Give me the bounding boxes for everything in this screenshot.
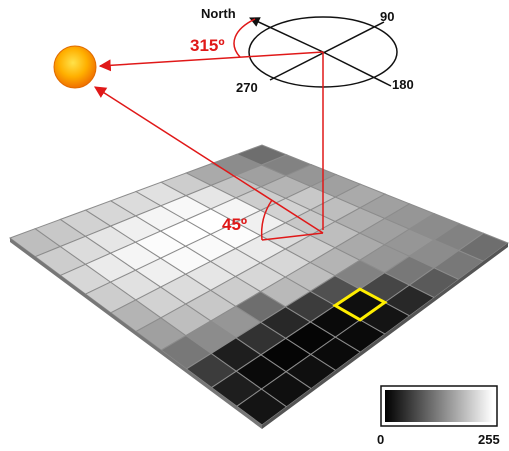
sun-icon bbox=[53, 45, 97, 89]
sun-direction-ray bbox=[93, 86, 324, 234]
grayscale-legend: 0 255 bbox=[377, 385, 500, 447]
highlighted-cell-outline bbox=[332, 287, 388, 322]
ground-projection-line bbox=[261, 232, 324, 241]
raster-front-edge bbox=[262, 243, 508, 429]
legend-max-label: 255 bbox=[478, 432, 500, 447]
compass-axis-north-south bbox=[322, 51, 392, 87]
legend-gradient-bar bbox=[385, 390, 493, 422]
azimuth-angle-arc bbox=[233, 18, 256, 58]
compass-north-arrow bbox=[249, 17, 324, 53]
compass-south-label: 180 bbox=[392, 77, 414, 92]
altitude-angle-label: 45º bbox=[222, 215, 247, 234]
azimuth-angle-label: 315º bbox=[190, 36, 225, 55]
elevation-raster-grid bbox=[8, 144, 509, 429]
compass-axis-east-west bbox=[269, 21, 385, 81]
compass-rose: North 90 180 270 bbox=[201, 6, 414, 95]
illumination-geometry: 315º 45º bbox=[93, 18, 324, 241]
raster-side-edge bbox=[10, 238, 262, 429]
altitude-angle-arc bbox=[260, 199, 273, 241]
legend-min-label: 0 bbox=[377, 432, 384, 447]
compass-west-label: 270 bbox=[236, 80, 258, 95]
compass-east-label: 90 bbox=[380, 9, 394, 24]
azimuth-ray bbox=[98, 51, 324, 72]
compass-north-label: North bbox=[201, 6, 236, 21]
